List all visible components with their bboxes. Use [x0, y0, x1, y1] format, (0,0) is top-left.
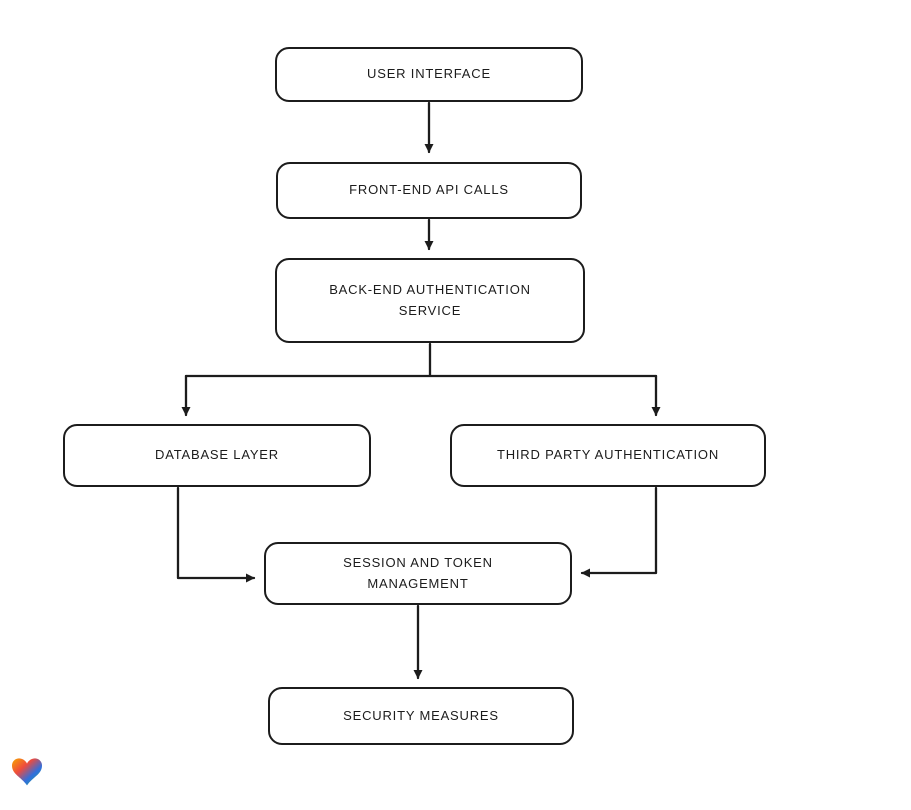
node-label-line-1: BACK-END AUTHENTICATION	[329, 282, 531, 298]
edge-database-to-session	[176, 486, 256, 583]
node-label: DATABASE LAYER	[155, 447, 279, 463]
node-label-line-2: SERVICE	[398, 302, 462, 318]
node-label-line-2: MANAGEMENT	[367, 575, 469, 591]
node-label: FRONT-END API CALLS	[349, 182, 509, 198]
heart-logo-icon[interactable]	[12, 758, 42, 786]
node-label-line-1: SESSION AND TOKEN	[343, 555, 493, 571]
node-back-end-authentication-service: BACK-END AUTHENTICATION SERVICE	[275, 258, 585, 343]
node-session-and-token-management: SESSION AND TOKEN MANAGEMENT	[264, 542, 572, 605]
edge-thirdparty-to-session	[580, 486, 658, 578]
node-front-end-api-calls: FRONT-END API CALLS	[276, 162, 582, 219]
node-label: THIRD PARTY AUTHENTICATION	[496, 447, 720, 463]
edge-backend-branch-trunk	[184, 342, 658, 378]
node-database-layer: DATABASE LAYER	[63, 424, 371, 487]
node-label: SECURITY MEASURES	[343, 707, 499, 723]
node-third-party-authentication: THIRD PARTY AUTHENTICATION	[450, 424, 766, 487]
node-label: USER INTERFACE	[367, 66, 491, 82]
node-user-interface: USER INTERFACE	[275, 47, 583, 102]
node-security-measures: SECURITY MEASURES	[268, 687, 574, 745]
